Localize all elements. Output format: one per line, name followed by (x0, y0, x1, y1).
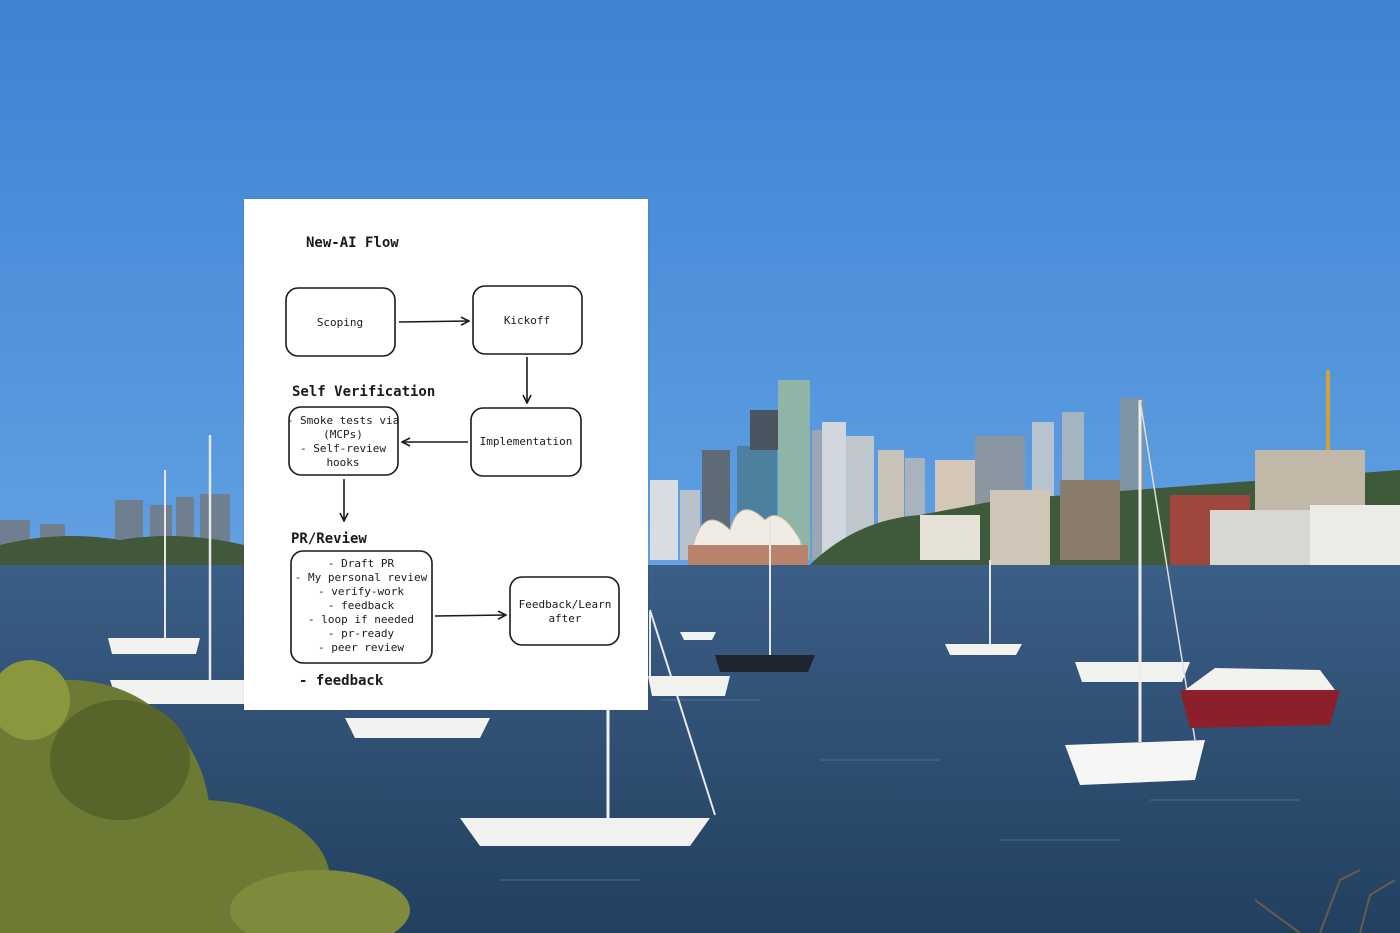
pr-line-5: - loop if needed (308, 613, 414, 626)
sailboats (108, 399, 1340, 846)
self-verification-heading: Self Verification (292, 384, 435, 400)
shore-left (0, 536, 244, 572)
diagram-title: New-AI Flow (306, 235, 399, 251)
diagram-card: New-AI Flow Scoping Kickoff Implementati… (244, 199, 648, 710)
pr-line-1: - Draft PR (328, 557, 395, 570)
implementation-node (470, 407, 582, 477)
feedback-learn-line-2: after (548, 612, 581, 625)
foreground-foliage (0, 660, 410, 933)
pr-review-heading: PR/Review (291, 531, 367, 547)
implementation-label: Implementation (480, 435, 573, 448)
feedback-footnote: - feedback (299, 673, 384, 689)
feedback-learn-node (509, 576, 620, 646)
bare-branches (1254, 869, 1396, 933)
pr-line-3: - verify-work (318, 585, 404, 598)
sv-line-1: - Smoke tests via (287, 414, 400, 427)
arrow-scoping-kickoff (398, 321, 469, 322)
pr-line-2: - My personal review (295, 571, 428, 584)
sv-line-3: - Self-review (300, 442, 386, 455)
sv-line-2: (MCPs) (323, 428, 363, 441)
pr-line-4: - feedback (328, 599, 395, 612)
kickoff-label: Kickoff (504, 314, 550, 327)
feedback-learn-line-1: Feedback/Learn (519, 598, 612, 611)
pr-line-7: - peer review (318, 641, 404, 654)
pr-line-6: - pr-ready (328, 627, 395, 640)
arrow-review-feedback (434, 615, 506, 616)
self-verification-node (288, 406, 399, 476)
opera-house (688, 509, 808, 565)
scoping-label: Scoping (317, 316, 363, 329)
pr-review-node (290, 550, 433, 664)
sv-line-4: hooks (326, 456, 359, 469)
kickoff-node (472, 285, 583, 355)
flow-diagram: New-AI Flow Scoping Kickoff Implementati… (285, 235, 620, 689)
scoping-node (285, 287, 396, 357)
